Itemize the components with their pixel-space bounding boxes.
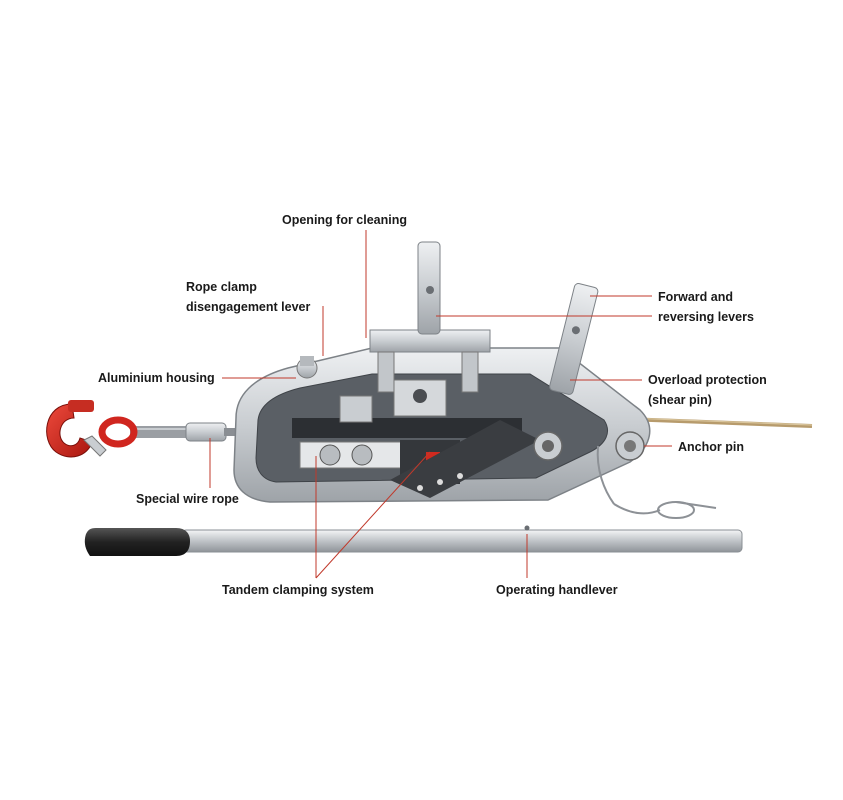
label-opening-for-cleaning: Opening for cleaning: [282, 213, 408, 227]
label-forward-line1: Forward and: [658, 290, 734, 304]
label-aluminium-housing: Aluminium housing: [98, 371, 215, 385]
label-overload-line2: (shear pin): [648, 393, 712, 407]
label-anchor-pin: Anchor pin: [678, 440, 744, 454]
label-overload-line1: Overload protection: [648, 373, 767, 387]
special-wire-rope: [130, 422, 244, 442]
label-rope-clamp-line2: disengagement lever: [186, 300, 311, 314]
reversing-lever: [549, 283, 599, 395]
leader-lines: [209, 230, 672, 579]
label-operating-handlever: Operating handlever: [496, 583, 618, 597]
red-hook: [46, 400, 138, 458]
operating-handlever-tube: [84, 525, 743, 556]
label-rope-clamp-line1: Rope clamp: [186, 280, 257, 294]
label-forward-line2: reversing levers: [658, 310, 754, 324]
label-tandem-clamping: Tandem clamping system: [222, 583, 374, 597]
label-special-wire-rope: Special wire rope: [136, 492, 239, 506]
forward-lever: [417, 241, 441, 335]
chain-and-pin: [596, 445, 717, 519]
leader-tandem-2: [315, 451, 431, 579]
aluminium-housing-body: [233, 329, 651, 503]
